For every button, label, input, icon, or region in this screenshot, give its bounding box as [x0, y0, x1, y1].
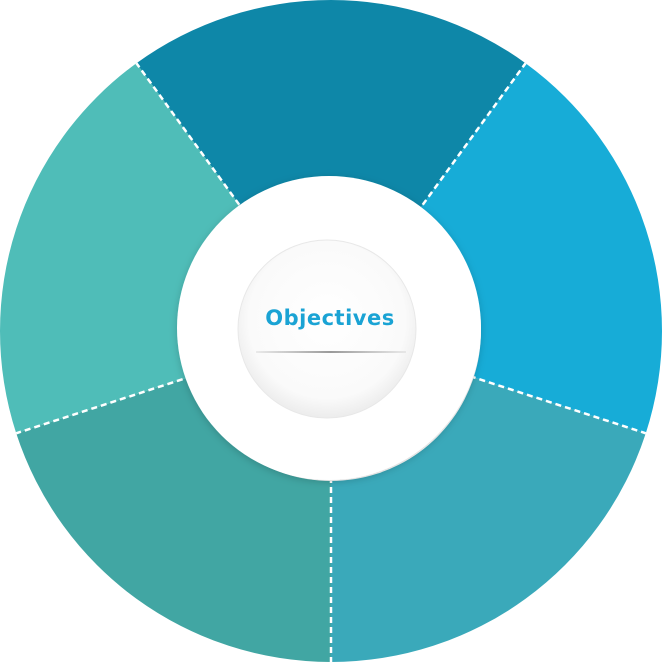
segment-divider-1: [135, 62, 247, 214]
center-title-underline: [256, 351, 406, 353]
segment-divider-3: [469, 374, 647, 435]
segment-divider-2: [415, 62, 527, 214]
segment-bottom-right: [331, 377, 646, 662]
segment-divider-5: [15, 374, 193, 435]
segment-left: [0, 63, 243, 434]
center-disk: [237, 239, 417, 419]
dividers-layer: [15, 62, 647, 662]
segment-top: [136, 0, 526, 210]
segment-right: [419, 63, 663, 434]
center-title: Objectives: [265, 306, 395, 330]
segment-bottom-left: [16, 377, 332, 662]
